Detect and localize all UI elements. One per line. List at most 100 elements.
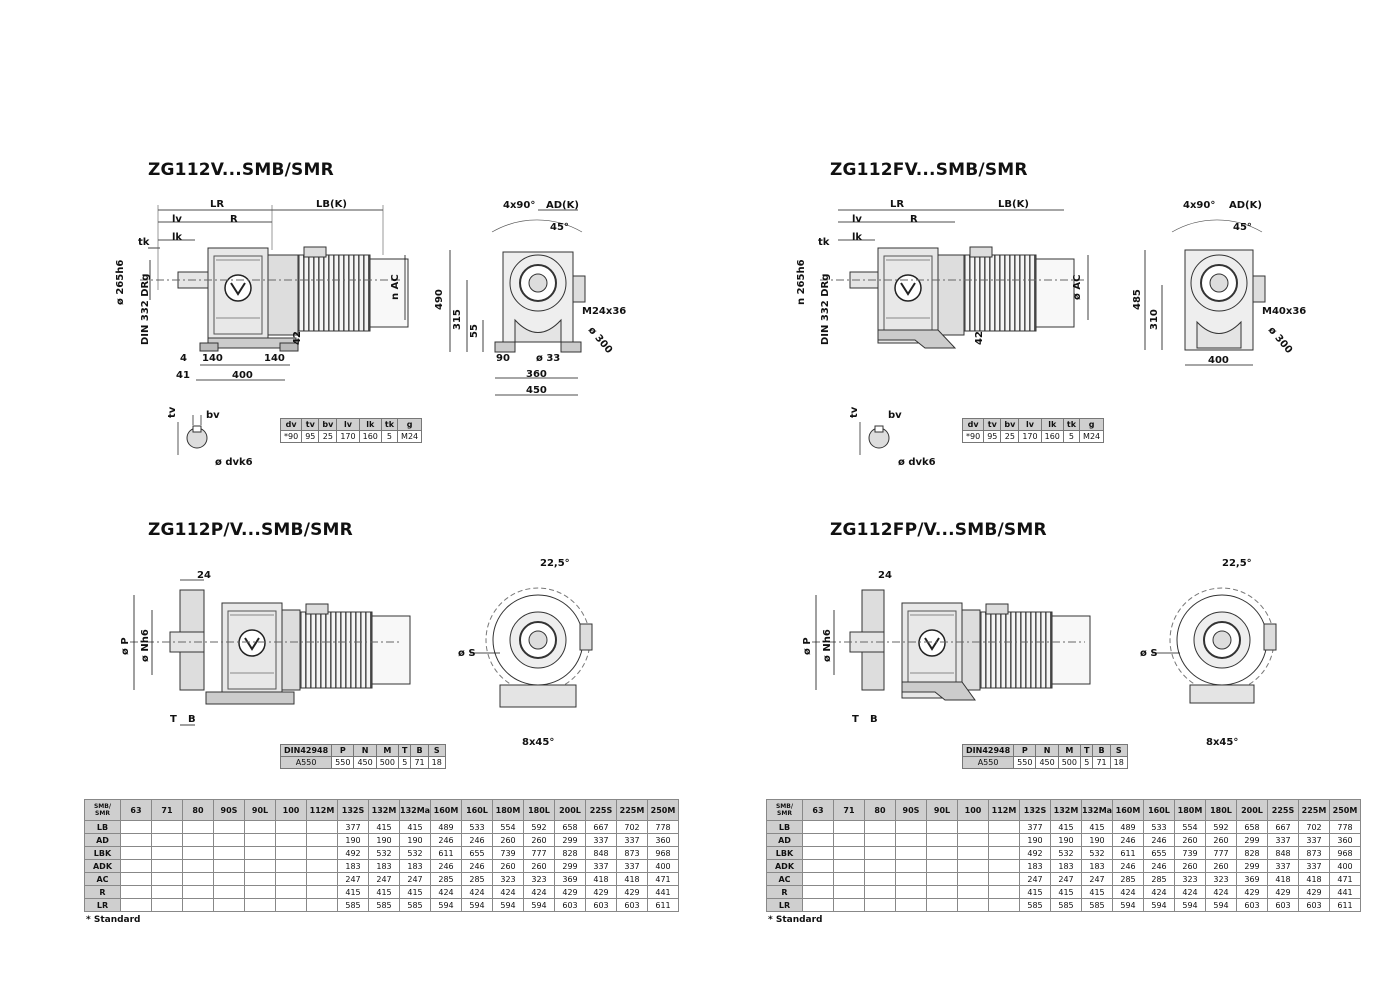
- table-cell: 441: [647, 885, 679, 899]
- table-cell: 489: [1112, 820, 1144, 834]
- dim-label: AD(K): [546, 200, 579, 211]
- table-cell: 337: [616, 833, 648, 847]
- dim-label: 490: [434, 289, 445, 310]
- dim-label: B: [188, 714, 196, 725]
- column-header: 132S: [1019, 799, 1051, 821]
- table-cell: [957, 859, 989, 873]
- table-cell: 246: [430, 833, 462, 847]
- dim-label: tk: [138, 237, 150, 248]
- table-cell: 260: [1174, 859, 1206, 873]
- table-cell: [151, 898, 183, 912]
- dim-label: 140: [264, 353, 285, 364]
- table-cell: 585: [337, 898, 369, 912]
- table-cell: 968: [1329, 846, 1361, 860]
- table-cell: [244, 846, 276, 860]
- table-cell: bv: [318, 418, 338, 431]
- table-cell: [120, 859, 152, 873]
- dim-label: R: [910, 214, 918, 225]
- table-cell: 415: [399, 885, 431, 899]
- dim-label: B: [870, 714, 878, 725]
- table-cell: 603: [1236, 898, 1268, 912]
- column-header: 160M: [1112, 799, 1144, 821]
- dim-label: AD(K): [1229, 200, 1262, 211]
- shaft-table-right: dv tv bv lv lk tk g *90 95 25 170 160 5 …: [961, 418, 1105, 443]
- table-cell: [213, 898, 245, 912]
- column-header: 132Ma: [1081, 799, 1113, 821]
- column-header: 250M: [1329, 799, 1361, 821]
- table-cell: [244, 872, 276, 886]
- dim-label: ø S: [458, 648, 476, 659]
- table-cell: [957, 820, 989, 834]
- table-cell: 95: [301, 430, 320, 443]
- table-cell: [213, 846, 245, 860]
- table-cell: [895, 833, 927, 847]
- table-cell: 337: [1267, 859, 1299, 873]
- table-cell: 429: [1236, 885, 1268, 899]
- table-cell: 285: [430, 872, 462, 886]
- row-header: LR: [84, 898, 121, 912]
- shaft-table-header: dv tv bv lv lk tk g: [961, 418, 1105, 431]
- table-cell: tk: [380, 418, 399, 431]
- table-cell: 71: [410, 756, 429, 769]
- table-cell: 415: [1081, 820, 1113, 834]
- table-cell: [275, 820, 307, 834]
- table-cell: 285: [1112, 872, 1144, 886]
- column-header: 90S: [213, 799, 245, 821]
- table-cell: 418: [1267, 872, 1299, 886]
- dim-label: ø Nh6: [822, 629, 833, 662]
- table-cell: 611: [1112, 846, 1144, 860]
- table-cell: N: [353, 744, 377, 757]
- table-cell: [833, 885, 865, 899]
- dim-label: DIN 332 DRg: [820, 274, 831, 345]
- table-cell: [213, 872, 245, 886]
- table-cell: 415: [368, 820, 400, 834]
- table-cell: N: [1035, 744, 1059, 757]
- table-cell: 533: [1143, 820, 1175, 834]
- table-cell: 323: [1174, 872, 1206, 886]
- flange-table-header: DIN42948 P N M T B S: [961, 744, 1128, 757]
- row-header: LBK: [84, 846, 121, 860]
- dim-label: 24: [197, 570, 211, 581]
- table-cell: 594: [492, 898, 524, 912]
- table-cell: [864, 846, 896, 860]
- dim-label: 90: [496, 353, 510, 364]
- dim-label: 55: [469, 324, 480, 338]
- table-cell: tv: [983, 418, 1002, 431]
- table-cell: [120, 885, 152, 899]
- table-cell: T: [397, 744, 412, 757]
- table-cell: 415: [368, 885, 400, 899]
- table-cell: [926, 846, 958, 860]
- table-cell: 441: [1329, 885, 1361, 899]
- drawing-zg112fv-side: [820, 209, 1089, 349]
- row-header: R: [766, 885, 803, 899]
- table-cell: dv: [279, 418, 303, 431]
- dim-label: ø 33: [536, 353, 560, 364]
- column-header: 180L: [523, 799, 555, 821]
- column-header: 90L: [244, 799, 276, 821]
- table-cell: 299: [554, 859, 586, 873]
- table-cell: 429: [554, 885, 586, 899]
- table-cell: 603: [616, 898, 648, 912]
- table-cell: [957, 898, 989, 912]
- table-cell: 5: [397, 756, 412, 769]
- table-cell: 377: [1019, 820, 1051, 834]
- dim-label: ø P: [120, 637, 131, 655]
- table-cell: [182, 846, 214, 860]
- drawing-zg112pv-front-labels: 22,5° ø S 8x45°: [458, 558, 570, 748]
- table-cell: 594: [461, 898, 493, 912]
- table-cell: 424: [1112, 885, 1144, 899]
- table-cell: 554: [492, 820, 524, 834]
- table-cell: A550: [279, 756, 333, 769]
- dim-label: lv: [852, 214, 862, 225]
- table-cell: [864, 885, 896, 899]
- column-header: 132S: [337, 799, 369, 821]
- table-cell: 369: [1236, 872, 1268, 886]
- table-cell: [182, 833, 214, 847]
- table-cell: 500: [1057, 756, 1082, 769]
- page-title-zg112fv: ZG112FV...SMB/SMR: [830, 160, 1028, 180]
- table-cell: 247: [368, 872, 400, 886]
- table-cell: [275, 859, 307, 873]
